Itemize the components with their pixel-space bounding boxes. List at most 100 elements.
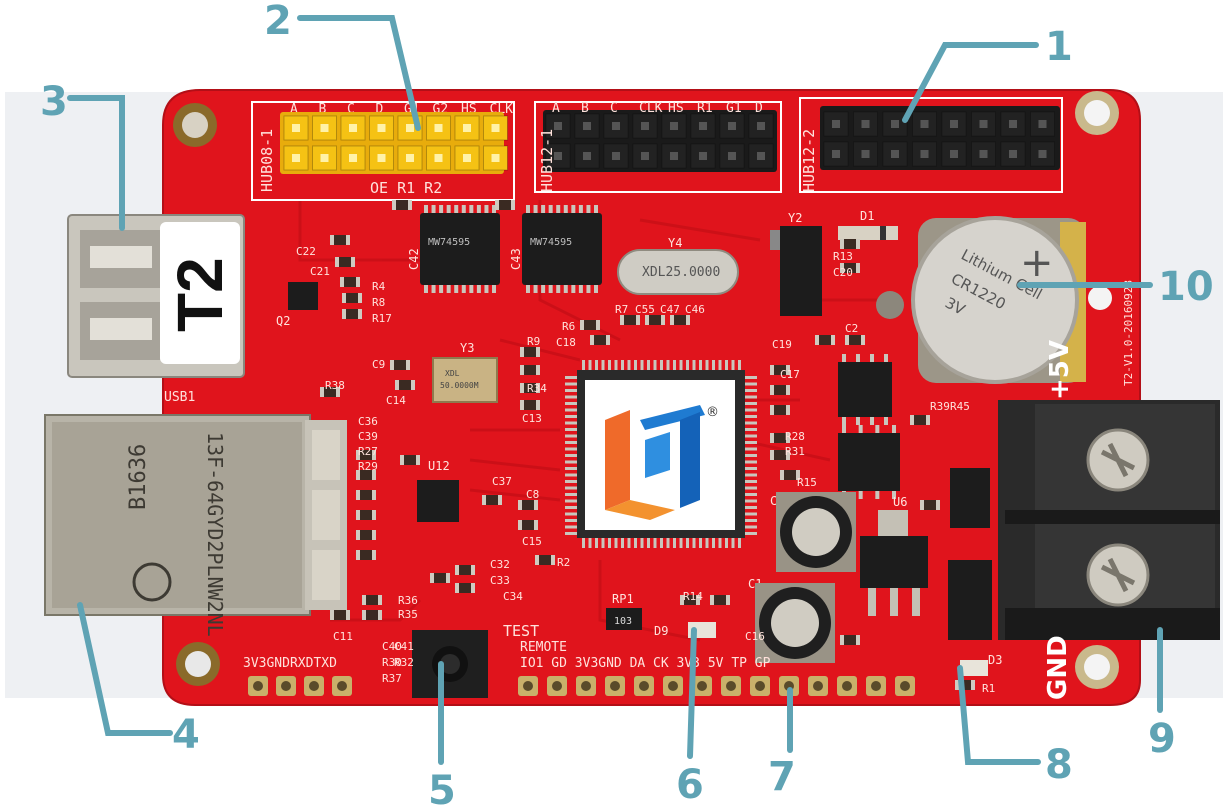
- smd-part: [356, 470, 376, 480]
- mcu-pin: [565, 460, 577, 464]
- smd-part: [362, 595, 382, 605]
- ref-c18: C18: [556, 336, 576, 349]
- mcu-pin: [588, 536, 592, 548]
- mcu-pin: [699, 360, 702, 372]
- smd-terminal: [356, 277, 360, 287]
- ic-pin: [424, 283, 428, 293]
- mcu-pin: [595, 360, 598, 372]
- smd-terminal: [726, 595, 730, 605]
- smd-part: [770, 385, 790, 395]
- mcu-pin: [718, 360, 722, 372]
- smd-terminal: [498, 495, 502, 505]
- ref-c14: C14: [386, 394, 406, 407]
- ref-c40: C40: [382, 640, 402, 653]
- smd-terminal: [936, 500, 940, 510]
- smd-terminal: [770, 450, 774, 460]
- y4-label: Y4: [668, 236, 682, 250]
- u6-label: U6: [893, 495, 907, 509]
- smd-part: [580, 320, 600, 330]
- ref-c32: C32: [490, 558, 510, 571]
- ref-r7: R7: [615, 303, 628, 316]
- smd-terminal: [815, 335, 819, 345]
- y3-label: Y3: [460, 341, 474, 355]
- smd-part: [780, 470, 800, 480]
- smd-terminal: [356, 490, 360, 500]
- smd-terminal: [471, 583, 475, 593]
- mcu-pin: [565, 434, 577, 438]
- mcu-pin: [686, 536, 689, 548]
- smd-terminal: [346, 610, 350, 620]
- ic-pin: [556, 283, 561, 293]
- mcu-pin: [565, 467, 577, 470]
- ref-r31: R31: [785, 445, 805, 458]
- hub08-pin-label: B: [319, 102, 327, 117]
- mcu-pin: [745, 506, 757, 509]
- smd-terminal: [606, 335, 610, 345]
- ref-r30: R30: [382, 656, 402, 669]
- ic-pin: [548, 283, 553, 293]
- ref-r1: R1: [982, 682, 995, 695]
- smd-part: [430, 573, 450, 583]
- smd-terminal: [430, 573, 434, 583]
- header-pin: [699, 122, 707, 130]
- ref-c43: C43: [509, 248, 523, 270]
- smd-terminal: [680, 595, 684, 605]
- callout-lines: [67, 15, 1163, 765]
- ic-pin: [454, 205, 459, 215]
- mcu-pin: [647, 360, 650, 372]
- mcu-pin: [745, 473, 757, 477]
- smd-terminal: [358, 309, 362, 319]
- smd-part: [330, 235, 350, 245]
- header-pin: [1038, 150, 1047, 158]
- smd-part: [520, 400, 540, 410]
- smd-part: [680, 595, 700, 605]
- smd-terminal: [346, 235, 350, 245]
- header-pin: [1038, 120, 1047, 128]
- mcu-pin: [565, 532, 577, 535]
- header-pin: [349, 154, 357, 162]
- smd-terminal: [620, 315, 624, 325]
- ic-pin: [842, 425, 846, 435]
- ic-pin: [541, 205, 546, 215]
- ref-c16: C16: [745, 630, 765, 643]
- hub12-pin-label: D: [755, 101, 763, 116]
- mcu-pin: [679, 360, 683, 372]
- ic-pin: [594, 205, 598, 215]
- smd-part: [840, 263, 860, 273]
- smd-terminal: [686, 315, 690, 325]
- ref-c36: C36: [358, 415, 378, 428]
- ic-pin: [884, 354, 888, 364]
- smd-part: [390, 360, 410, 370]
- header-pin-housing: [853, 111, 878, 137]
- header-pin: [292, 124, 300, 132]
- smd-terminal: [511, 200, 515, 210]
- transistor-q2: Q2: [276, 282, 318, 328]
- mcu-pin: [565, 376, 577, 379]
- mcu-pin: [565, 499, 577, 503]
- smd-part: [356, 490, 376, 500]
- smd-terminal: [786, 433, 790, 443]
- smd-terminal: [372, 510, 376, 520]
- registered-mark: ®: [706, 405, 719, 420]
- battery-holder: + Lithium Cell CR1220 3V: [876, 216, 1086, 384]
- mcu-pin: [627, 360, 631, 372]
- crystal-y4: Y4 XDL25.0000: [617, 236, 739, 295]
- ref-r27: R27: [358, 445, 378, 458]
- mcu-pin: [679, 536, 683, 548]
- mcu-pin: [608, 536, 611, 548]
- mcu-pin: [745, 480, 757, 483]
- callout-3: 3: [40, 79, 68, 125]
- ic-pin: [892, 489, 896, 499]
- smd-part: [520, 347, 540, 357]
- smd-part: [342, 309, 362, 319]
- ic2-marking: MW74595: [530, 237, 572, 248]
- pin-hole: [842, 681, 852, 691]
- ref-r29: R29: [358, 460, 378, 473]
- ref-r37: R37: [382, 672, 402, 685]
- ref-r34: R34: [527, 382, 547, 395]
- ref-c19: C19: [772, 338, 792, 351]
- smd-part: [356, 510, 376, 520]
- smd-terminal: [372, 470, 376, 480]
- pin-hole: [552, 681, 562, 691]
